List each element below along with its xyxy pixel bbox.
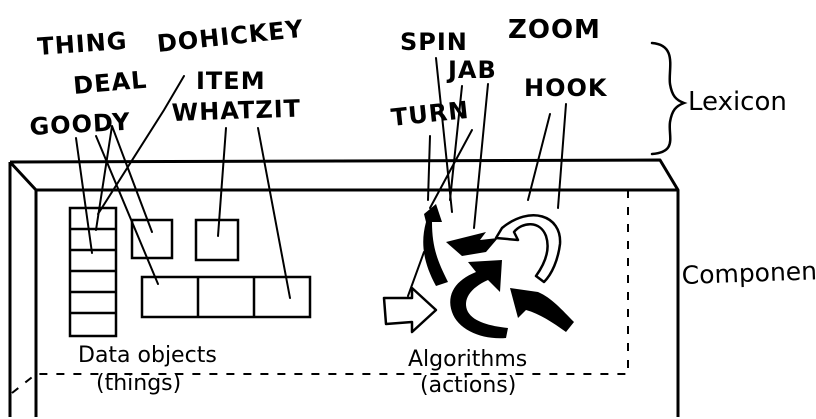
jab-arrow xyxy=(446,232,498,256)
line-whatzit xyxy=(257,127,291,299)
line-hook xyxy=(527,113,551,201)
component-inner-edge xyxy=(8,160,678,192)
line-spin xyxy=(435,57,453,213)
component-hidden-edges xyxy=(11,190,629,394)
line-turn xyxy=(427,135,431,201)
component-box xyxy=(8,158,680,417)
line-dohickey xyxy=(97,75,185,215)
lexicon-label: Lexicon xyxy=(688,87,787,117)
turn-arrow xyxy=(423,204,448,286)
data-pointer-lines xyxy=(75,75,291,299)
data-objects-label: Data objects xyxy=(78,343,217,368)
action-pointer-lines xyxy=(407,57,567,297)
line-thing xyxy=(75,137,93,254)
spin-arrow xyxy=(450,260,508,339)
word-hook: HOOK xyxy=(524,74,608,102)
data-objects-sublabel: (things) xyxy=(96,371,181,396)
word-deal: DEAL xyxy=(72,66,148,100)
algorithms-label: Algorithms xyxy=(408,347,527,372)
lexicon-brace xyxy=(650,41,688,156)
word-item: ITEM xyxy=(196,67,266,95)
component-label: Component xyxy=(681,256,816,290)
zoom-arrow xyxy=(510,288,574,332)
line-jab xyxy=(449,85,463,201)
word-whatzit: WHATZIT xyxy=(171,94,301,126)
word-goody: GOODY xyxy=(29,108,131,141)
line-zoom xyxy=(557,103,567,209)
record-data-object xyxy=(140,275,312,319)
word-dohickey: DOHICKEY xyxy=(156,15,305,58)
word-spin: SPIN xyxy=(400,28,468,56)
word-jab: JAB xyxy=(446,56,497,84)
line-jab-2 xyxy=(473,83,489,229)
line-outline-arrow xyxy=(407,251,425,297)
stack-data-object xyxy=(68,206,118,338)
line-goody xyxy=(95,135,159,285)
word-thing: THING xyxy=(36,27,128,61)
algorithms-sublabel: (actions) xyxy=(420,373,516,398)
line-item xyxy=(217,127,227,237)
component-top-edge xyxy=(9,158,680,417)
outline-right-arrow xyxy=(382,286,438,334)
box-data-object-1 xyxy=(130,218,174,260)
box-data-object-2 xyxy=(194,218,240,262)
word-zoom: ZOOM xyxy=(508,15,601,45)
hook-arrow-outline xyxy=(494,214,562,284)
line-turn-2 xyxy=(429,129,473,209)
